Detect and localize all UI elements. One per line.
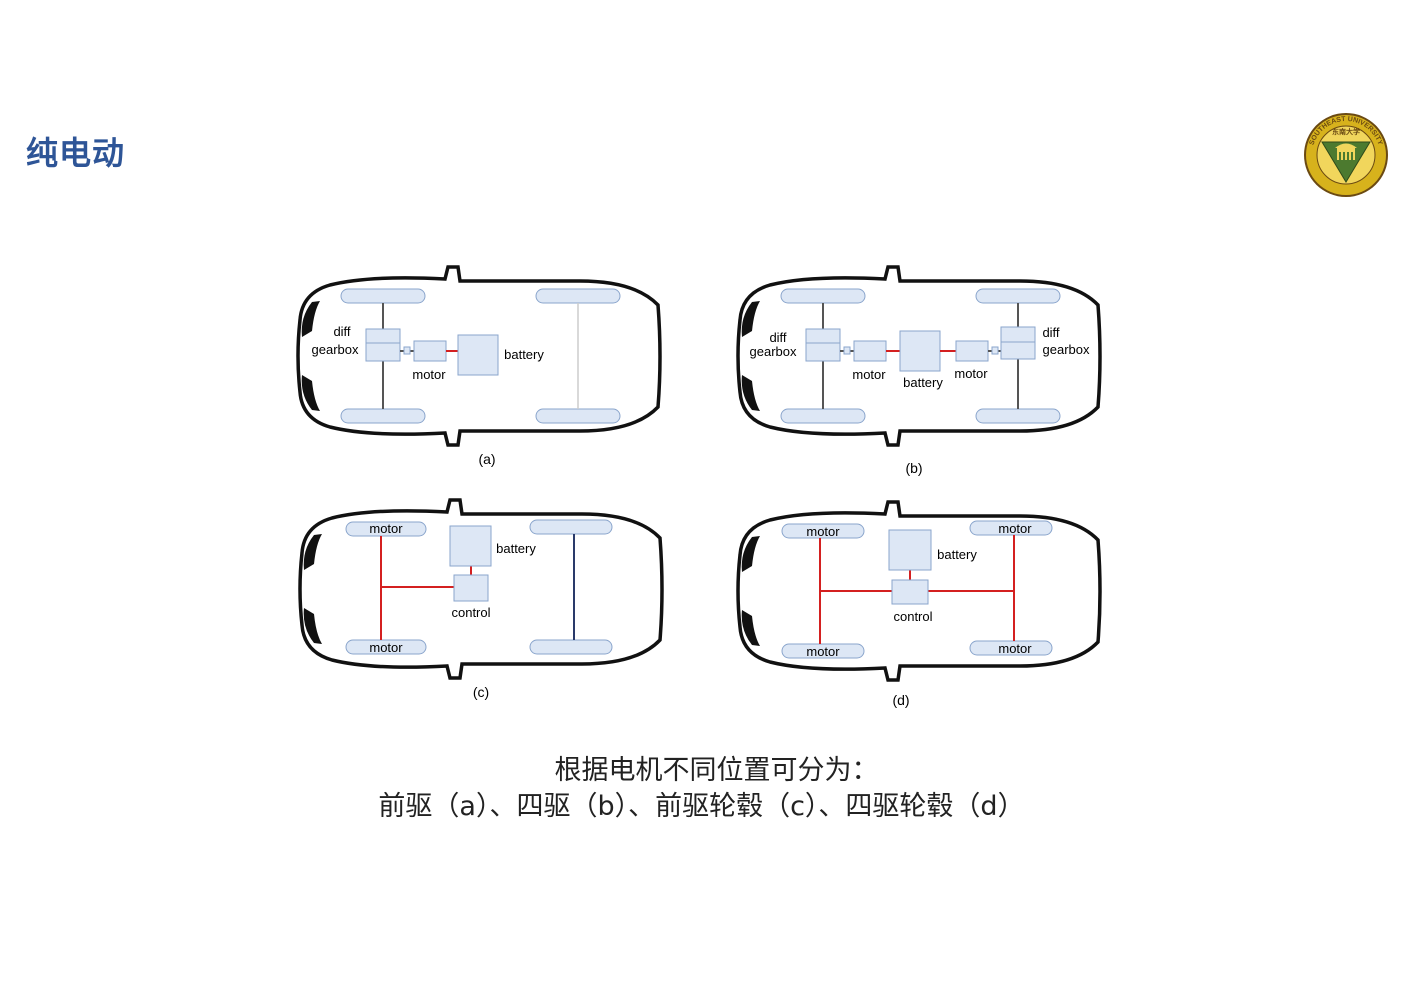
diagram-c: motor motor battery control (c) bbox=[298, 498, 664, 700]
wheel bbox=[535, 408, 621, 424]
battery-label: battery bbox=[937, 547, 977, 562]
diff-gearbox-rear-box bbox=[1000, 326, 1036, 360]
svg-text:东南大学: 东南大学 bbox=[1332, 127, 1360, 136]
motor-front-bottom-label: motor bbox=[806, 644, 840, 659]
wheel bbox=[529, 639, 613, 655]
wheel bbox=[975, 288, 1061, 304]
wheel bbox=[535, 288, 621, 304]
figure-label-b: (b) bbox=[905, 460, 922, 476]
gearbox-front-label: gearbox bbox=[750, 344, 797, 359]
battery-label: battery bbox=[496, 541, 536, 556]
figure-label-c: (c) bbox=[473, 684, 489, 700]
hub-motor-box bbox=[781, 643, 865, 659]
diff-rear-label: diff bbox=[1042, 325, 1059, 340]
diff-front-label: diff bbox=[769, 330, 786, 345]
motor-rear-box bbox=[955, 340, 989, 362]
page-title: 纯电动 bbox=[26, 134, 126, 172]
motor-front-label: motor bbox=[852, 367, 886, 382]
powertrain-diagram: diff gearbox motor battery (a) diff gear… bbox=[296, 265, 1102, 708]
diagram-a: diff gearbox motor battery (a) bbox=[296, 265, 662, 467]
control-label: control bbox=[893, 609, 932, 624]
battery-label: battery bbox=[504, 347, 544, 362]
control-label: control bbox=[451, 605, 490, 620]
wheel bbox=[529, 519, 613, 535]
motor-box bbox=[413, 340, 447, 362]
gearbox-label: gearbox bbox=[312, 342, 359, 357]
wheel bbox=[340, 408, 426, 424]
diagram-b: diff gearbox motor battery motor diff ge… bbox=[736, 265, 1102, 476]
diff-gearbox-front-box bbox=[805, 328, 841, 362]
motor-top-label: motor bbox=[369, 521, 403, 536]
diagram-d: motor motor motor motor battery control … bbox=[736, 500, 1102, 708]
battery-box bbox=[888, 529, 932, 571]
battery-box bbox=[457, 334, 499, 376]
motor-front-box bbox=[853, 340, 887, 362]
motor-rear-label: motor bbox=[954, 366, 988, 381]
caption-line-1: 根据电机不同位置可分为： bbox=[554, 755, 879, 786]
diff-label: diff bbox=[333, 324, 350, 339]
gearbox-rear-label: gearbox bbox=[1043, 342, 1090, 357]
diff-gearbox-box bbox=[365, 328, 401, 362]
hub-motor-box bbox=[969, 640, 1053, 656]
motor-rear-bottom-label: motor bbox=[998, 641, 1032, 656]
battery-label: battery bbox=[903, 375, 943, 390]
motor-bottom-label: motor bbox=[369, 640, 403, 655]
motor-label: motor bbox=[412, 367, 446, 382]
wheel bbox=[340, 288, 426, 304]
battery-box bbox=[899, 330, 941, 372]
battery-box bbox=[449, 525, 492, 567]
figure-label-d: (d) bbox=[892, 692, 909, 708]
motor-rear-top-label: motor bbox=[998, 521, 1032, 536]
hub-motor-box bbox=[345, 521, 427, 537]
wheel bbox=[780, 288, 866, 304]
hub-motor-box bbox=[969, 520, 1053, 536]
figure-label-a: (a) bbox=[478, 451, 495, 467]
motor-front-top-label: motor bbox=[806, 524, 840, 539]
caption-line-2: 前驱（a）、四驱（b）、前驱轮毂（c）、四驱轮毂（d） bbox=[378, 791, 1025, 822]
control-box bbox=[453, 574, 489, 602]
hub-motor-box bbox=[781, 523, 865, 539]
control-box bbox=[891, 579, 929, 605]
wheel bbox=[780, 408, 866, 424]
hub-motor-box bbox=[345, 639, 427, 655]
wheel bbox=[975, 408, 1061, 424]
university-seal-icon: 东南大学 SOUTHEAST UNIVERSITY bbox=[1304, 113, 1388, 197]
